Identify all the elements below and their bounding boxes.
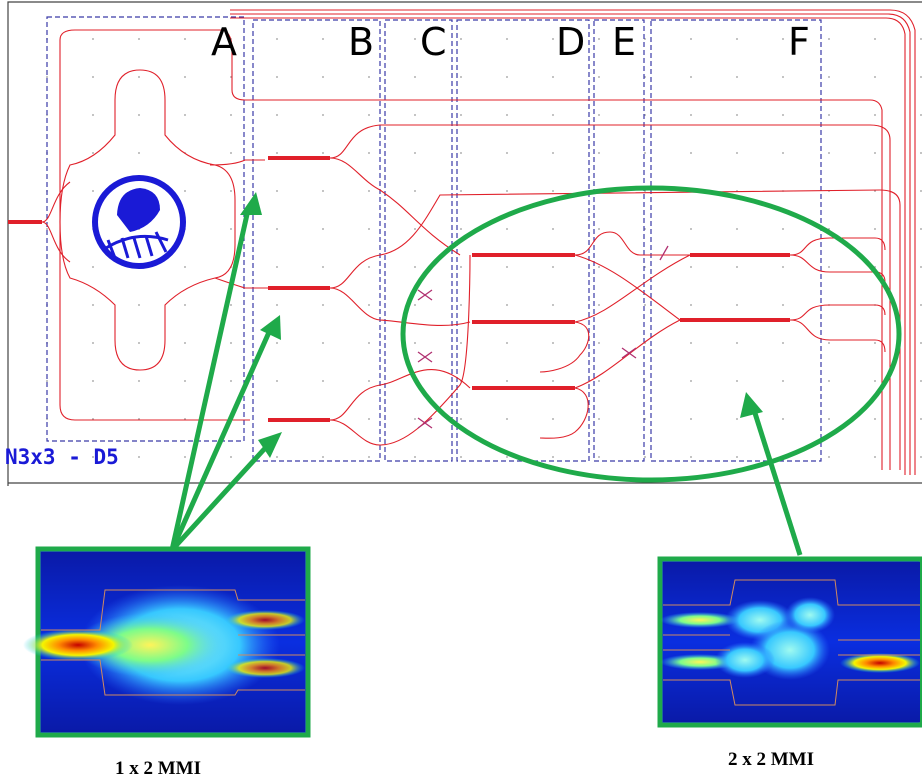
section-labels: A B C D E F bbox=[211, 20, 810, 64]
highlight-ellipse bbox=[400, 185, 902, 483]
section-label-b: B bbox=[348, 20, 374, 64]
section-label-d: D bbox=[556, 20, 585, 64]
section-label-f: F bbox=[788, 20, 810, 64]
chip-background bbox=[8, 8, 922, 483]
arrow-1-shaft bbox=[169, 209, 251, 551]
inset-1-caption: 1 x 2 MMI bbox=[115, 758, 201, 779]
arrowheads bbox=[240, 192, 763, 458]
section-box-f bbox=[650, 19, 822, 462]
crossing-marks bbox=[417, 245, 669, 429]
inset-mmi-2x2 bbox=[657, 556, 922, 728]
mmi-2x2-outline bbox=[663, 579, 920, 706]
inset-2-caption: 2 x 2 MMI bbox=[728, 749, 814, 770]
arrow-4-head bbox=[740, 392, 763, 418]
annotations bbox=[169, 185, 902, 556]
arrow-4-shaft bbox=[751, 409, 803, 556]
arrow-3-shaft bbox=[170, 443, 270, 552]
waveguides bbox=[8, 9, 916, 475]
arrow-2-shaft bbox=[169, 328, 273, 552]
arrow-1-head bbox=[240, 192, 262, 215]
inset-mmi-1x2 bbox=[23, 546, 311, 738]
section-label-c: C bbox=[420, 20, 447, 64]
mmi-1x2-outline bbox=[41, 589, 305, 696]
institution-logo-icon bbox=[92, 175, 186, 269]
section-box-c bbox=[384, 19, 453, 462]
chip-border bbox=[7, 1, 922, 486]
section-label-e: E bbox=[612, 20, 636, 64]
section-box-d bbox=[456, 19, 590, 462]
section-label-a: A bbox=[211, 20, 237, 64]
chip-layout bbox=[7, 1, 922, 486]
arrow-3-head bbox=[258, 432, 282, 458]
arrow-2-head bbox=[260, 315, 281, 340]
section-box-b bbox=[252, 19, 381, 462]
chip-id-label: N3x3 - D5 bbox=[5, 445, 119, 469]
